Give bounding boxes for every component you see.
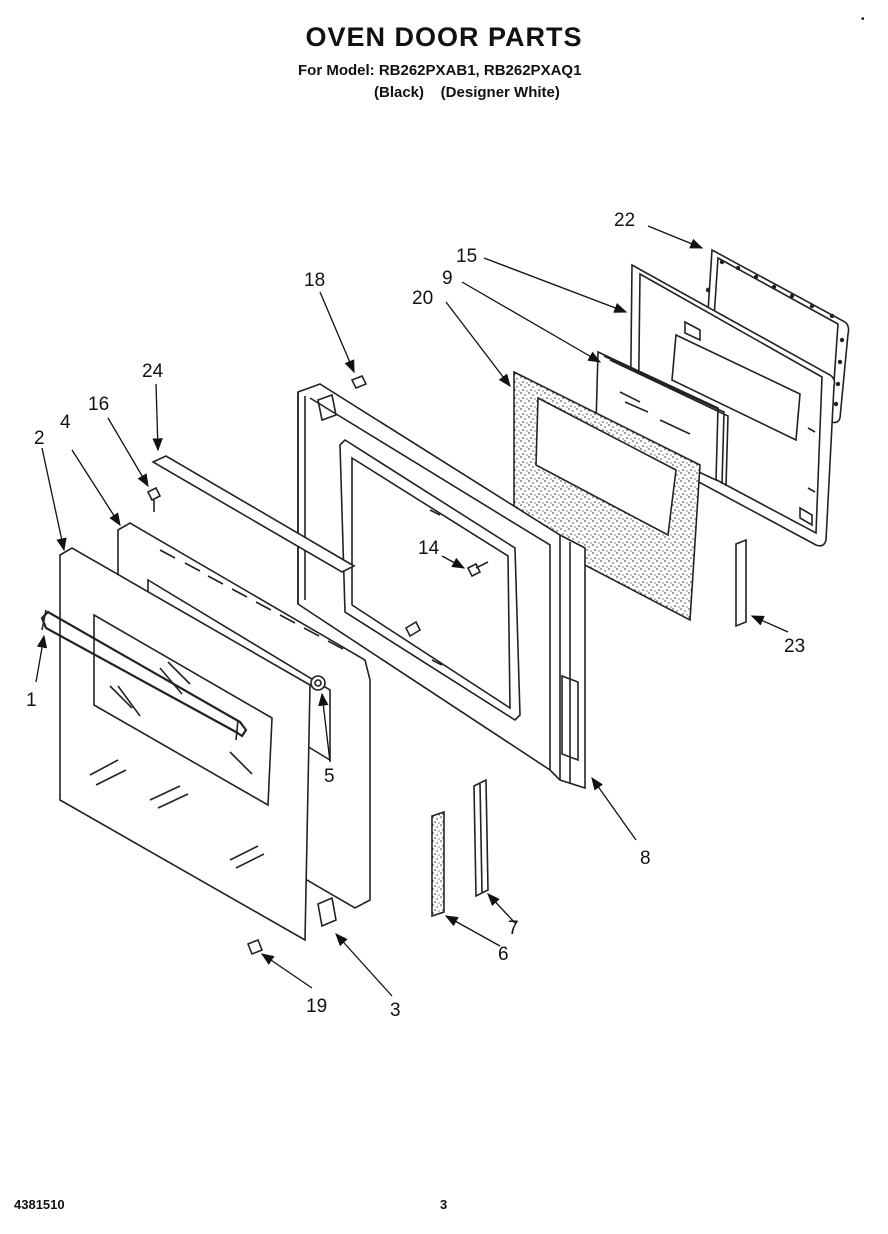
model-variants: (Black) (Designer White) [374,84,560,101]
part-2-outer-glass [59,547,311,942]
part-1-handle [40,609,248,741]
part-18-clip [350,374,368,390]
part-8-door-frame [297,383,586,790]
callout-20: 20 [412,288,433,309]
callout-9: 9 [442,268,453,289]
callout-16: 16 [88,394,109,415]
extra-screw [404,620,422,638]
part-16-screw [146,486,162,512]
part-3-hinge-bracket [317,896,337,928]
part-15-inner-liner [629,263,836,547]
part-24-strip [151,455,356,573]
callout-14: 14 [418,538,440,559]
callout-19: 19 [306,996,327,1017]
callout-22: 22 [614,210,635,231]
corner-mark: • [861,14,865,25]
part-7-channel [473,778,489,898]
callout-24: 24 [142,361,164,382]
callout-4: 4 [60,412,71,433]
part-23-strip [735,538,747,628]
callout-6: 6 [498,944,509,965]
model-numbers: For Model: RB262PXAB1, RB262PXAQ1 [298,62,582,79]
callout-7: 7 [508,918,519,939]
part-5-hinge-cap [310,675,326,691]
part-19-screw [246,938,264,956]
callout-18: 18 [304,270,325,291]
callout-23: 23 [784,636,805,657]
callout-8: 8 [640,848,651,869]
page-title: OVEN DOOR PARTS [305,22,583,52]
callout-15: 15 [456,246,477,267]
document-number: 4381510 [14,1197,65,1212]
callout-2: 2 [34,428,45,449]
part-9-glass-pack [595,350,729,487]
callout-labels: 22 15 9 20 18 24 16 2 4 14 1 5 23 8 7 6 … [26,210,805,1021]
page-number: 3 [440,1197,448,1212]
callout-1: 1 [26,690,37,711]
callout-5: 5 [324,766,335,787]
part-6-strip [431,810,445,918]
leader-lines [35,225,789,997]
callout-3: 3 [390,1000,401,1021]
part-14-screw [466,561,489,578]
part-20-insulation [513,370,701,622]
